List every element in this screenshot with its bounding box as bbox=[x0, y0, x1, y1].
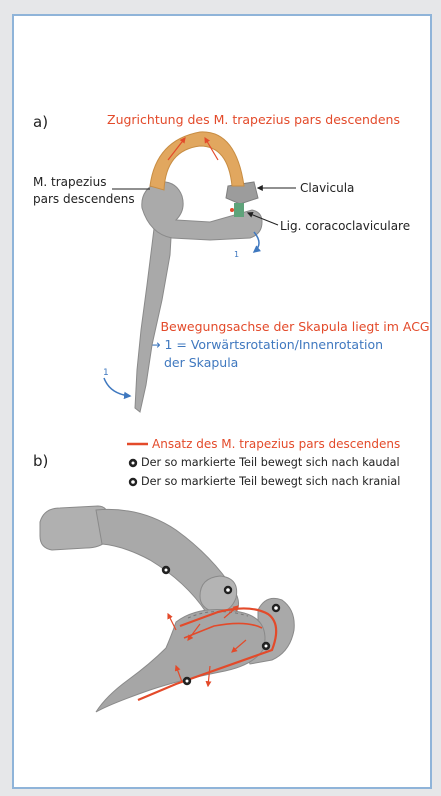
scapula-lateral bbox=[104, 132, 296, 412]
coracoid bbox=[200, 576, 237, 612]
axis-point bbox=[230, 208, 234, 212]
scapula-top-view bbox=[40, 506, 294, 712]
rotation-arrow-lower bbox=[104, 378, 130, 396]
trapezius-muscle bbox=[150, 132, 244, 190]
scapula-blade bbox=[135, 212, 172, 412]
ligament-shape bbox=[234, 203, 244, 217]
